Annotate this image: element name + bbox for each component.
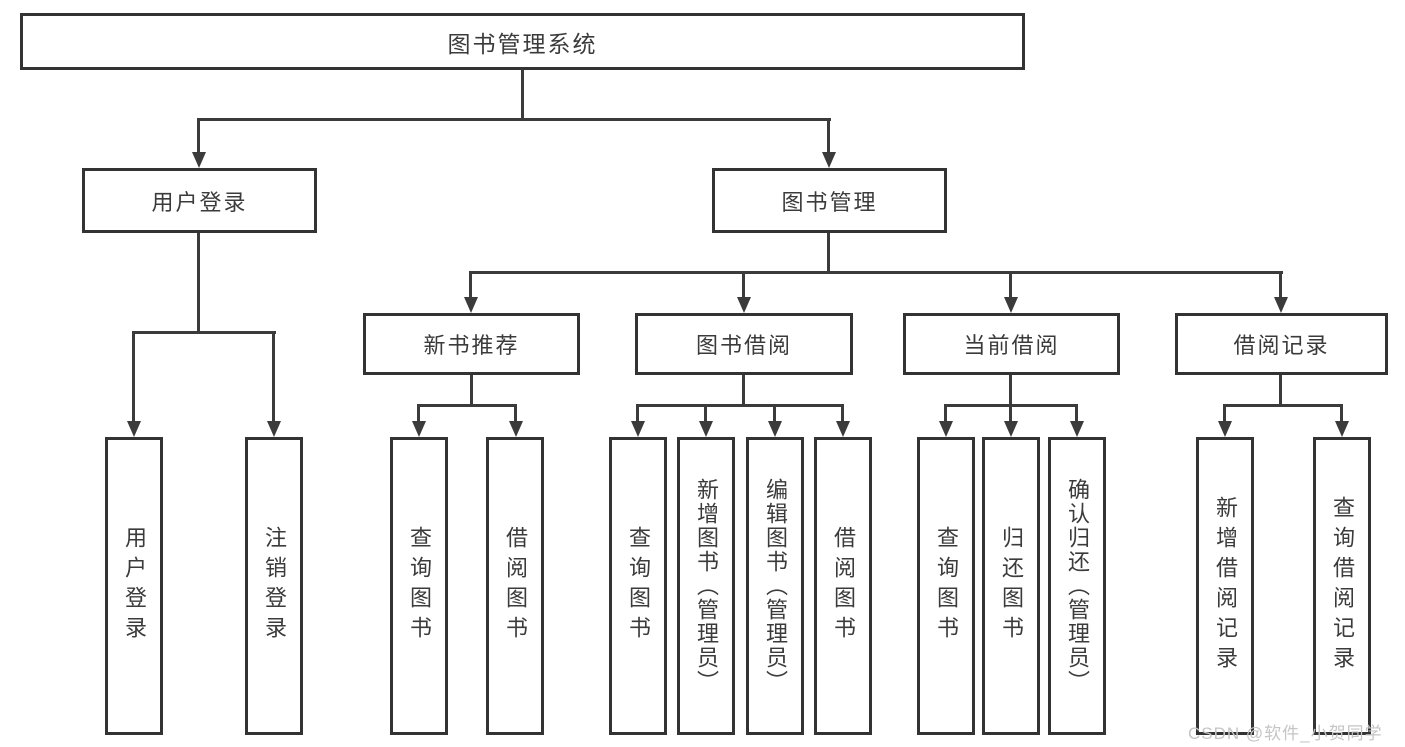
connector-drop-user-login [197,118,200,153]
leaf-logout-label: 注销登录 [262,526,287,646]
leaf-cb-query-books: 查询图书 [917,437,975,735]
node-borrowing-records-label: 借阅记录 [1233,333,1330,358]
connector-cb-stem [1009,375,1012,406]
leaf-bb-add-books-admin: 新增图书（管理员） [677,437,735,735]
node-user-login-label: 用户登录 [151,189,248,215]
arrowhead-nbr-borrow [509,421,523,437]
arrowhead-cb-confirm [1070,421,1084,437]
connector-drop-nbr-borrow [514,404,517,423]
node-user-login: 用户登录 [82,168,317,233]
connector-book-management-stem [827,233,830,274]
arrowhead-user-login [192,152,206,168]
connector-drop-bb-query [636,404,639,423]
leaf-bb-borrow-books-label: 借阅图书 [831,526,856,646]
connector-drop-borrowing-records [1279,271,1282,298]
leaf-bb-query-books: 查询图书 [609,437,667,735]
connector-drop-bb-borrow [841,404,844,423]
connector-bb-branch [636,404,844,407]
leaf-cb-return-books-label: 归还图书 [999,526,1024,646]
leaf-nbr-query-books: 查询图书 [390,437,448,735]
node-book-management: 图书管理 [712,168,947,233]
connector-user-login-stem [197,233,200,333]
leaf-cb-confirm-return-admin-label: 确认归还（管理员） [1065,478,1090,694]
node-current-borrowing-label: 当前借阅 [963,333,1060,358]
arrowhead-bb-query [631,421,645,437]
node-current-borrowing: 当前借阅 [903,313,1120,375]
connector-drop-bb-add [704,404,707,423]
leaf-bb-borrow-books: 借阅图书 [814,437,872,735]
node-library-system-label: 图书管理系统 [447,30,598,57]
arrowhead-leaf-logout [267,421,281,437]
node-new-book-recommend: 新书推荐 [363,313,580,375]
node-book-management-label: 图书管理 [781,189,878,215]
arrowhead-br-query [1335,421,1349,437]
node-new-book-recommend-label: 新书推荐 [423,333,520,358]
leaf-br-add-record: 新增借阅记录 [1196,437,1254,735]
arrowhead-br-add [1218,421,1232,437]
connector-drop-leaf-logout [272,331,275,422]
connector-drop-book-borrowing [742,271,745,298]
arrowhead-nbr-query [412,421,426,437]
leaf-bb-edit-books-admin-label: 编辑图书（管理员） [763,478,788,694]
node-borrowing-records: 借阅记录 [1175,313,1388,375]
connector-drop-cb-query [944,404,947,423]
connector-drop-cb-confirm [1075,404,1078,423]
arrowhead-bb-edit [768,421,782,437]
leaf-cb-return-books: 归还图书 [982,437,1040,735]
leaf-cb-confirm-return-admin: 确认归还（管理员） [1048,437,1106,735]
arrowhead-leaf-user-login [127,421,141,437]
node-book-borrowing-label: 图书借阅 [695,333,792,358]
arrowhead-book-borrowing [737,297,751,313]
connector-drop-leaf-user-login [132,331,135,422]
leaf-user-login-label: 用户登录 [122,526,147,646]
arrowhead-borrowing-records [1274,297,1288,313]
leaf-br-query-record: 查询借阅记录 [1313,437,1371,735]
leaf-br-add-record-label: 新增借阅记录 [1213,496,1238,676]
connector-level2-branch [197,118,831,121]
leaf-nbr-borrow-books: 借阅图书 [486,437,544,735]
watermark-text: CSDN @软件_小贺同学 [1188,724,1383,743]
connector-br-branch [1223,404,1343,407]
node-library-system: 图书管理系统 [20,13,1025,70]
connector-br-stem [1279,375,1282,406]
leaf-cb-query-books-label: 查询图书 [934,526,959,646]
leaf-bb-query-books-label: 查询图书 [626,526,651,646]
leaf-user-login: 用户登录 [105,437,163,735]
connector-drop-book-management [827,118,830,153]
leaf-nbr-query-books-label: 查询图书 [407,526,432,646]
connector-drop-br-query [1340,404,1343,423]
leaf-bb-edit-books-admin: 编辑图书（管理员） [746,437,804,735]
leaf-bb-add-books-admin-label: 新增图书（管理员） [694,478,719,694]
connector-level3-branch [469,271,1283,274]
connector-drop-br-add [1223,404,1226,423]
connector-nbr-branch [417,404,517,407]
arrowhead-bb-add [699,421,713,437]
leaf-nbr-borrow-books-label: 借阅图书 [503,526,528,646]
arrowhead-cb-query [939,421,953,437]
leaf-br-query-record-label: 查询借阅记录 [1330,496,1355,676]
connector-user-login-branch [132,331,276,334]
connector-nbr-stem [470,375,473,406]
arrowhead-current-borrowing [1004,297,1018,313]
connector-root-stem [521,69,524,120]
arrowhead-book-management [822,152,836,168]
connector-drop-new-book-recommend [469,271,472,298]
connector-drop-bb-edit [773,404,776,423]
connector-drop-current-borrowing [1009,271,1012,298]
connector-bb-stem [742,375,745,406]
arrowhead-bb-borrow [836,421,850,437]
arrowhead-new-book-recommend [464,297,478,313]
node-book-borrowing: 图书借阅 [635,313,853,375]
arrowhead-cb-return [1004,421,1018,437]
connector-drop-cb-return [1009,404,1012,423]
connector-drop-nbr-query [417,404,420,423]
leaf-logout: 注销登录 [245,437,303,735]
